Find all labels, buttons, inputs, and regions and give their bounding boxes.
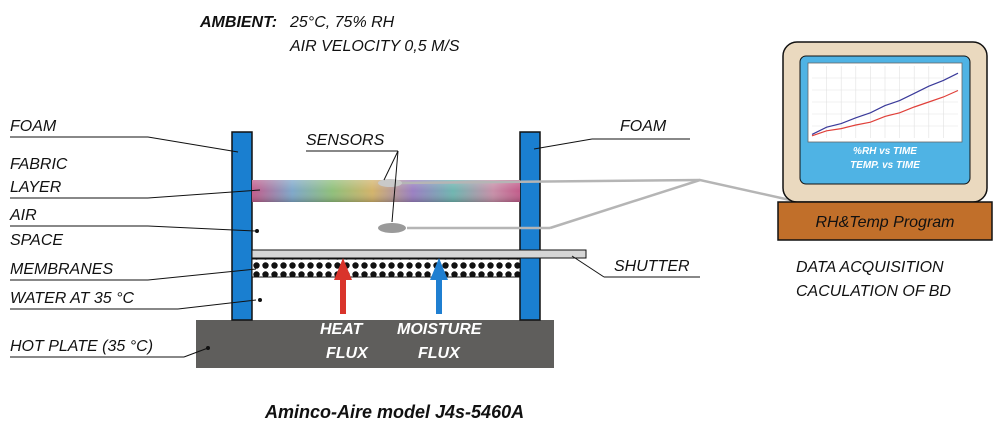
heat-flux-label-1: HEAT: [320, 321, 364, 338]
monitor-rh-caption: %RH vs TIME: [853, 146, 917, 157]
bd-calculation-label: CACULATION OF BD: [796, 283, 951, 300]
air-label: AIR: [9, 207, 37, 224]
foam-left-leader: [147, 136, 239, 153]
air-leader-dot: [255, 229, 259, 233]
foam-label-left: FOAM: [10, 118, 57, 135]
rh-temp-program-box: [777, 201, 993, 241]
fabric-sensor: [378, 179, 402, 187]
air-space-sensor: [378, 223, 406, 233]
shutter-leader: [571, 255, 605, 278]
heat-flux-arrow: [334, 258, 352, 314]
water-leader: [177, 299, 257, 310]
layer-label: LAYER: [10, 179, 62, 196]
monitor-temp-caption: TEMP. vs TIME: [850, 160, 920, 171]
sensors-pointer-2: [391, 150, 399, 223]
hot-plate-leader: [183, 347, 209, 358]
air-leader: [147, 225, 257, 232]
monitor-chart-series: [811, 72, 959, 137]
sensor-cable-lower-route: [549, 178, 791, 230]
membranes: [251, 258, 521, 278]
moisture-flux-arrow: [430, 258, 448, 314]
monitor-rh-curve: [811, 72, 959, 135]
hot-plate: [196, 320, 554, 368]
sensors-pointer-1: [383, 150, 399, 181]
heat-flux-label-2: FLUX: [326, 345, 369, 362]
fabric-layer-shade: [252, 180, 520, 202]
hot-plate-leader-dot: [206, 346, 210, 350]
moisture-flux-label-1: MOISTURE: [397, 321, 483, 338]
membranes-leader: [147, 268, 257, 281]
hot-plate-label: HOT PLATE (35 °C): [10, 338, 153, 355]
foam-right-leader: [533, 138, 593, 150]
shutter: [251, 249, 587, 259]
ambient-conditions: 25°C, 75% RH: [289, 14, 395, 31]
right-foam-post: [519, 131, 541, 321]
rh-temp-program-label: RH&Temp Program: [815, 214, 954, 231]
space-label: SPACE: [10, 232, 63, 249]
sensors-label: SENSORS: [306, 132, 385, 149]
fabric-label: FABRIC: [10, 156, 68, 173]
air-velocity-label: AIR VELOCITY 0,5 M/S: [289, 38, 460, 55]
fabric-leader: [147, 189, 261, 199]
monitor-temp-curve: [811, 89, 959, 137]
monitor-chart-grid: [812, 66, 958, 138]
data-acquisition-label: DATA ACQUISITION: [796, 259, 944, 276]
water-label: WATER AT 35 °C: [10, 290, 134, 307]
water-leader-dot: [258, 298, 262, 302]
sensor-cable-upper: [399, 178, 701, 185]
membranes-label: MEMBRANES: [10, 261, 113, 278]
foam-label-right: FOAM: [620, 118, 667, 135]
apparatus-caption: Aminco-Aire model J4s-5460A: [264, 402, 524, 422]
shutter-label: SHUTTER: [614, 258, 690, 275]
moisture-flux-label-2: FLUX: [418, 345, 461, 362]
ambient-label: AMBIENT:: [199, 14, 277, 31]
left-foam-post: [231, 131, 253, 321]
